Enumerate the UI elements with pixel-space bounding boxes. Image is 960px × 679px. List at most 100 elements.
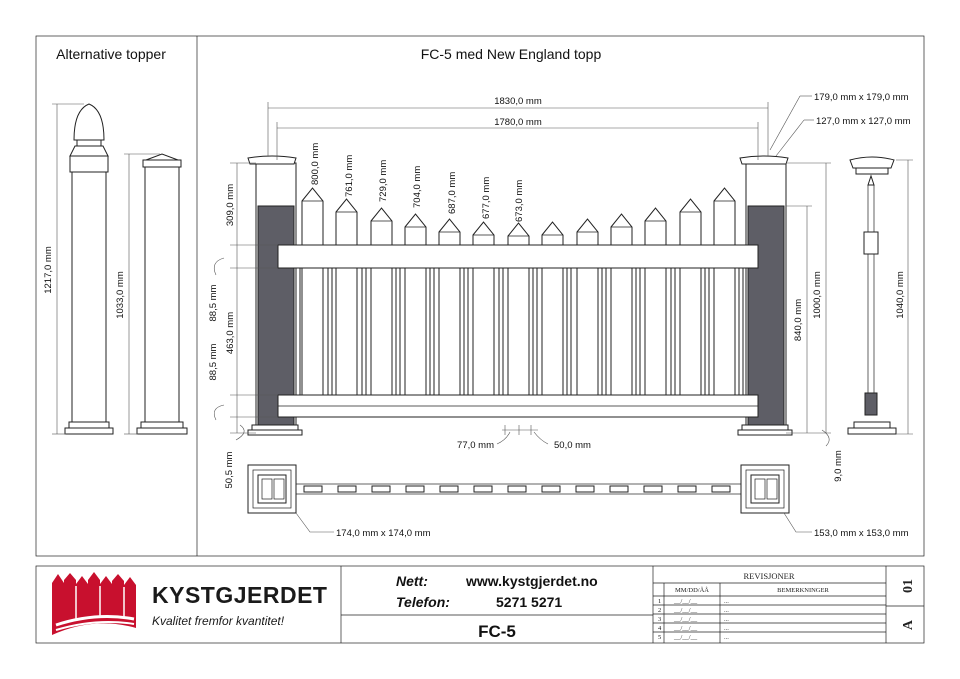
picket <box>644 207 667 396</box>
revision-table <box>653 582 886 643</box>
thin-bar <box>670 267 676 396</box>
rev-row-date: __/__/__ <box>673 634 698 641</box>
thin-bar <box>295 267 301 396</box>
thin-bar <box>429 267 435 396</box>
left-post <box>247 155 303 436</box>
picket <box>335 198 358 396</box>
plan-view <box>247 464 812 533</box>
rev-row-note: ... <box>724 625 729 632</box>
picket <box>679 198 702 396</box>
alt-left-height-label: 1217,0 mm <box>43 246 54 294</box>
top-rail <box>277 244 759 269</box>
web-value[interactable]: www.kystgjerdet.no <box>465 573 598 589</box>
thin-bar <box>738 267 744 396</box>
web-label: Nett: <box>396 573 428 589</box>
picket-height-3: 729,0 mm <box>378 160 389 202</box>
rev-row-number: 5 <box>658 634 661 641</box>
thin-bar <box>361 267 367 396</box>
picket-gap-label: 50,0 mm <box>554 440 591 451</box>
picket <box>370 207 393 396</box>
picket-height-2: 761,0 mm <box>344 155 355 197</box>
plan-picket-slot <box>337 485 357 493</box>
main-panel-title: FC-5 med New England topp <box>421 46 602 62</box>
left-top-label: 309,0 mm <box>225 184 236 226</box>
picket <box>301 187 324 396</box>
phone-label: Telefon: <box>396 594 450 610</box>
picket <box>713 187 736 396</box>
picket-height-6: 677,0 mm <box>481 177 492 219</box>
left-base-label: 50,5 mm <box>224 451 235 488</box>
rev-date-header: MM/DD/ÅÅ <box>675 586 709 594</box>
plan-picket-slot <box>473 485 493 493</box>
sheet-size: A <box>901 619 916 630</box>
alt-dimension-lines <box>52 103 160 435</box>
thin-bar <box>327 267 333 396</box>
title-block <box>35 565 925 644</box>
side-view <box>847 156 913 435</box>
rev-notes-header: BEMERKNINGER <box>777 587 829 594</box>
thin-bar <box>704 267 710 396</box>
plan-picket-slot <box>575 485 595 493</box>
plan-picket-slot <box>711 485 731 493</box>
plan-picket-slot <box>541 485 561 493</box>
picket-height-7: 673,0 mm <box>514 180 525 222</box>
rev-row-note: ... <box>724 598 729 605</box>
thin-bar <box>601 267 607 396</box>
plan-picket-slot <box>405 485 425 493</box>
rev-row-date: __/__/__ <box>673 616 698 623</box>
plan-picket-slot <box>507 485 527 493</box>
alt-right-height-label: 1033,0 mm <box>115 271 126 319</box>
left-rail-a-label: 88,5 mm <box>208 284 219 321</box>
rev-row-number: 2 <box>658 607 661 614</box>
plan-picket-slot <box>439 485 459 493</box>
plan-picket-slot <box>303 485 323 493</box>
alt-post-acorn <box>64 103 114 435</box>
plan-picket-slot <box>371 485 391 493</box>
post-cap-outer-label: 179,0 mm x 179,0 mm <box>814 92 909 103</box>
plan-picket-slot <box>643 485 663 493</box>
plan-picket-slot <box>677 485 697 493</box>
picket <box>610 213 633 396</box>
kystgjerdet-logo <box>52 572 136 635</box>
alt-panel-title: Alternative topper <box>56 46 166 62</box>
inner-width-label: 1780,0 mm <box>494 117 542 128</box>
sheet-number: 01 <box>901 579 916 593</box>
thin-bar <box>635 267 641 396</box>
rev-row-note: ... <box>724 634 729 641</box>
top-width-dims <box>267 95 814 160</box>
picket-height-1: 800,0 mm <box>310 143 321 185</box>
left-mid-label: 463,0 mm <box>225 312 236 354</box>
plan-left-label: 174,0 mm x 174,0 mm <box>336 528 431 539</box>
plan-right-label: 153,0 mm x 153,0 mm <box>814 528 909 539</box>
left-rail-b-label: 88,5 mm <box>208 343 219 380</box>
rev-row-number: 4 <box>658 625 662 632</box>
thin-bar <box>532 267 538 396</box>
side-height-label: 1040,0 mm <box>895 271 906 319</box>
rev-row-number: 3 <box>658 616 661 623</box>
picket-width-dims <box>496 425 549 445</box>
picket-height-4: 704,0 mm <box>412 166 423 208</box>
left-height-dims <box>213 162 278 441</box>
picket-width-label: 77,0 mm <box>457 440 494 451</box>
rev-row-date: __/__/__ <box>673 598 698 605</box>
revisions-title: REVISJONER <box>743 571 794 581</box>
alt-post-cap <box>136 153 188 435</box>
rev-row-note: ... <box>724 607 729 614</box>
plan-picket-slot <box>609 485 629 493</box>
thin-bar <box>566 267 572 396</box>
right-840-label: 840,0 mm <box>793 299 804 341</box>
company-slogan: Kvalitet fremfor kvantitet! <box>152 614 285 628</box>
right-1000-label: 1000,0 mm <box>812 271 823 319</box>
rev-row-date: __/__/__ <box>673 625 698 632</box>
thin-bar <box>395 267 401 396</box>
drawing-code: FC-5 <box>478 622 516 641</box>
right-height-dims <box>786 162 831 447</box>
picket <box>404 213 427 396</box>
thin-bar <box>498 267 504 396</box>
phone-value: 5271 5271 <box>496 594 562 610</box>
overall-width-label: 1830,0 mm <box>494 96 542 107</box>
rev-row-number: 1 <box>658 598 661 605</box>
rev-row-date: __/__/__ <box>673 607 698 614</box>
post-cap-inner-label: 127,0 mm x 127,0 mm <box>816 116 911 127</box>
